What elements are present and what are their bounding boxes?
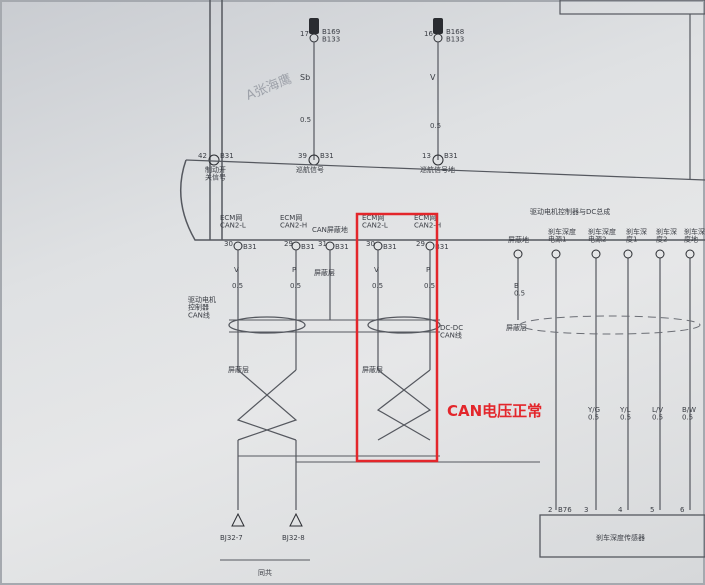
module-border — [185, 159, 705, 181]
highlight-box — [355, 212, 439, 463]
right-pin-label: 刹车深度电源1 — [548, 227, 576, 244]
can-wires — [237, 250, 431, 370]
mid-connector-row: 42 B31 制动开关信号 39 B31 巡航信号 13 B31 巡航信号地 — [198, 152, 458, 182]
can-pin-code: B31 — [243, 243, 257, 251]
sensor-pin: 5 — [650, 506, 654, 514]
can-pin-number: 29 — [416, 240, 425, 248]
shield-label: 屏蔽层 — [362, 365, 383, 374]
top-wire-color: Sb — [300, 73, 310, 82]
wire-color: V — [374, 266, 379, 274]
right-wires — [517, 258, 691, 510]
bottom-connector-label: BJ32-8 — [282, 534, 305, 542]
module-border — [179, 159, 705, 241]
sensor-label: 刹车深度传感器 — [596, 533, 645, 542]
wire-gauge: 0.5 — [424, 282, 435, 290]
can-bundle-right — [367, 316, 441, 334]
annotation-text: CAN电压正常 — [447, 402, 542, 420]
can-pin-label: CAN屏蔽地 — [312, 225, 348, 234]
wire-gauge: 0.5 — [372, 282, 383, 290]
sensor-pin: 4 — [618, 506, 623, 514]
right-pin-label: 刹车深度2 — [656, 227, 677, 244]
right-pin-label: 刹车深度1 — [626, 227, 647, 244]
top-wire-gauge: 0.5 — [430, 122, 441, 130]
can-pin-code: B31 — [301, 243, 315, 251]
can-bundle-left — [228, 316, 306, 334]
wire-color: P — [426, 266, 430, 274]
can-pin-code: B31 — [435, 243, 449, 251]
bottom-connector-label: BJ32-7 — [220, 534, 243, 542]
bottom-connector-1: BJ32-7 — [220, 512, 245, 542]
watermark: A张海鹰 — [244, 71, 294, 104]
mid-code: B31 — [444, 152, 458, 160]
sensor-pin: 3 — [584, 506, 588, 514]
bottom-label: 同共 — [258, 568, 272, 577]
mid-code: B31 — [220, 152, 234, 160]
top-wire-color: V — [430, 73, 436, 82]
mid-label: 制动开关信号 — [205, 165, 226, 182]
right-header: 驱动电机控制器与DC总成 — [530, 207, 610, 216]
mid-pin: 39 — [298, 152, 307, 160]
mid-code: B31 — [320, 152, 334, 160]
mid-pin: 13 — [422, 152, 431, 160]
can-pin-number: 29 — [284, 240, 293, 248]
wire-gauge: 0.5 — [232, 282, 243, 290]
can-pin-number: 30 — [224, 240, 233, 248]
top-wire-gauge: 0.5 — [300, 116, 311, 124]
sensor-pin: 6 — [680, 506, 685, 514]
wire-gauge: 0.5 — [290, 282, 301, 290]
shield-label: 屏蔽层 — [228, 365, 249, 374]
can-pin-code: B31 — [383, 243, 397, 251]
right-pin-label: 刹车深度地 — [684, 227, 705, 244]
wire-color: P — [292, 266, 296, 274]
wire-color: V — [234, 266, 239, 274]
shield-label: 屏蔽层 — [314, 268, 335, 277]
can-pin-code: B31 — [335, 243, 349, 251]
sensor-pin: 2 — [548, 506, 552, 514]
right-shield-label: 屏蔽层 — [506, 323, 527, 332]
twisted-pair-left — [236, 369, 298, 510]
top-pin-label: 16 — [424, 30, 433, 38]
right-pin-circles — [513, 249, 695, 259]
mid-label: 巡航信号 — [296, 165, 324, 174]
right-pin-label: 屏蔽地 — [508, 235, 529, 244]
twisted-pair-right — [376, 369, 432, 441]
top-right-module — [559, 0, 705, 15]
bottom-connector-2: BJ32-8 — [282, 512, 305, 542]
can-pin-number: 31 — [318, 240, 327, 248]
sensor-box — [539, 514, 705, 558]
can-pin-number: 30 — [366, 240, 375, 248]
top-pin-label: 17 — [300, 30, 309, 38]
right-pin-row: 屏蔽地 刹车深度电源1 刹车深度电源2 刹车深度1 刹车深度2 刹车深度地 — [508, 227, 705, 244]
right-bundle — [519, 315, 701, 335]
right-pin-label: 刹车深度电源2 — [588, 227, 616, 244]
mid-pin: 42 — [198, 152, 207, 160]
sensor-code: B76 — [558, 506, 572, 514]
